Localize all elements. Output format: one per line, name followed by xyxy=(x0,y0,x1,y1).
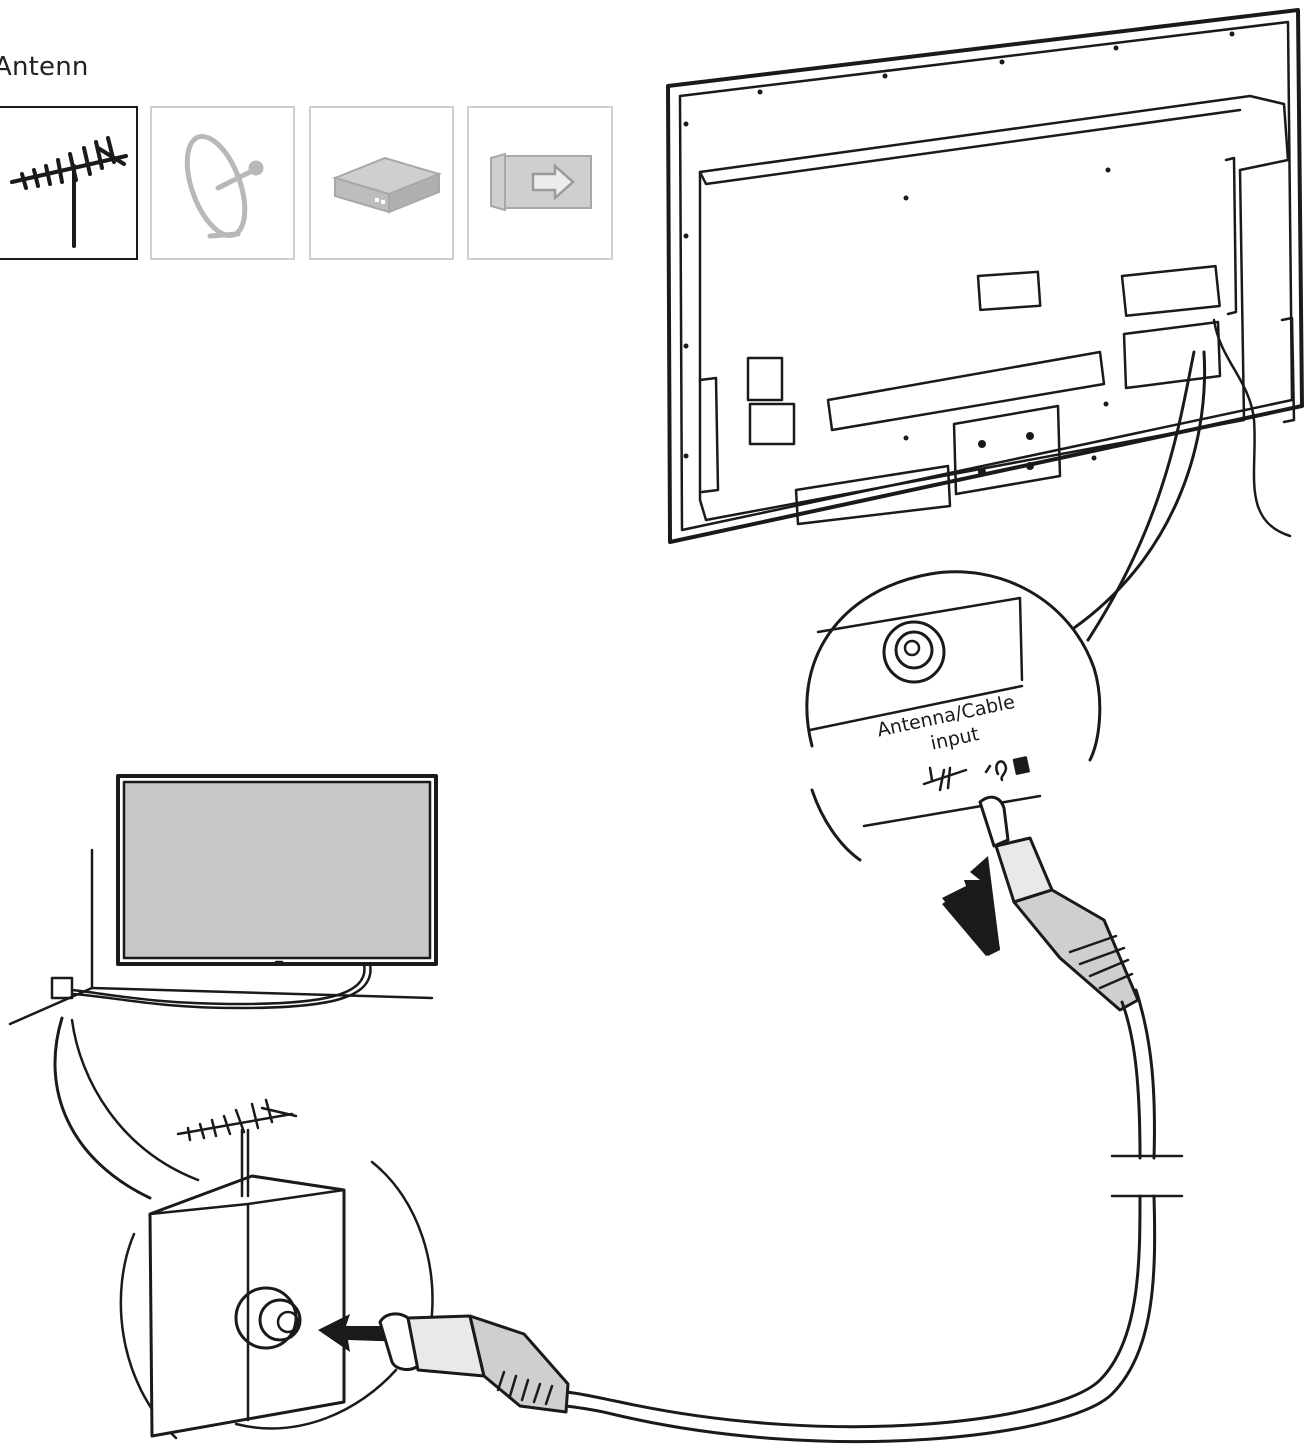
satellite-dish-icon xyxy=(184,133,264,239)
tv-rear-view xyxy=(666,8,1304,544)
source-tile-ci-module[interactable] xyxy=(467,106,613,260)
antenna-input-zoom xyxy=(805,570,1102,862)
source-tile-satellite[interactable] xyxy=(150,106,295,260)
coax-cable-wall-end xyxy=(378,1312,570,1414)
source-tile-set-top-box[interactable] xyxy=(309,106,454,260)
wall-socket-zoom xyxy=(53,1016,434,1440)
source-tile-antenna[interactable] xyxy=(0,106,138,260)
coax-cable-tv-end xyxy=(564,795,1184,1444)
ci-module-icon xyxy=(490,152,592,212)
page-title: Antenn xyxy=(0,52,89,82)
antenna-icon xyxy=(10,136,128,248)
tv-front-view xyxy=(8,774,438,1026)
set-top-box-icon xyxy=(331,156,443,214)
